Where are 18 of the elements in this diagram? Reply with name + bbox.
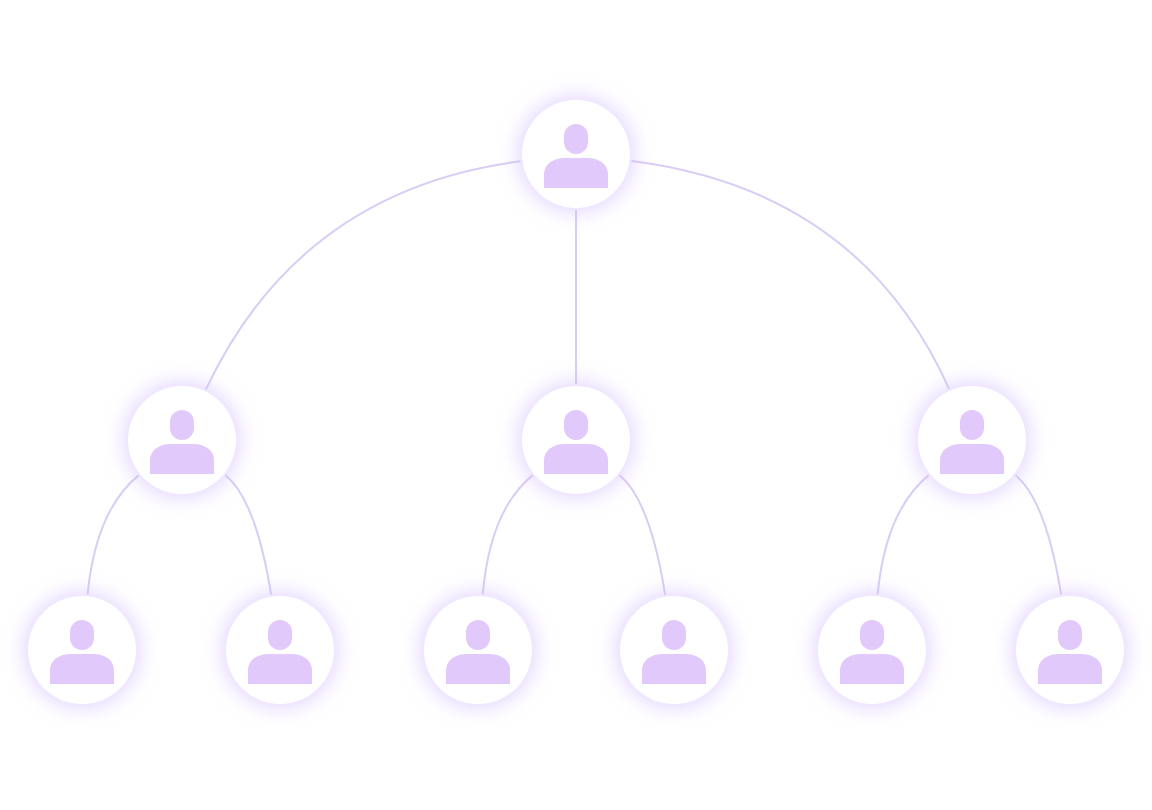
connector-line — [876, 474, 930, 596]
avatar-circle — [818, 596, 926, 704]
avatar-circle — [522, 100, 630, 208]
connector-line — [630, 160, 951, 390]
connector-line — [1014, 474, 1063, 596]
connector-line — [481, 474, 534, 596]
connector-line — [86, 474, 140, 596]
avatar-circle — [28, 596, 136, 704]
avatar-circle — [620, 596, 728, 704]
avatar-circle — [226, 596, 334, 704]
avatar-circle — [1016, 596, 1124, 704]
connector-line — [618, 474, 667, 596]
connector-line — [224, 474, 273, 596]
connector-line — [204, 160, 522, 391]
connector-line — [575, 209, 577, 385]
avatar-circle — [128, 386, 236, 494]
avatar-circle — [522, 386, 630, 494]
avatar-circle — [918, 386, 1026, 494]
